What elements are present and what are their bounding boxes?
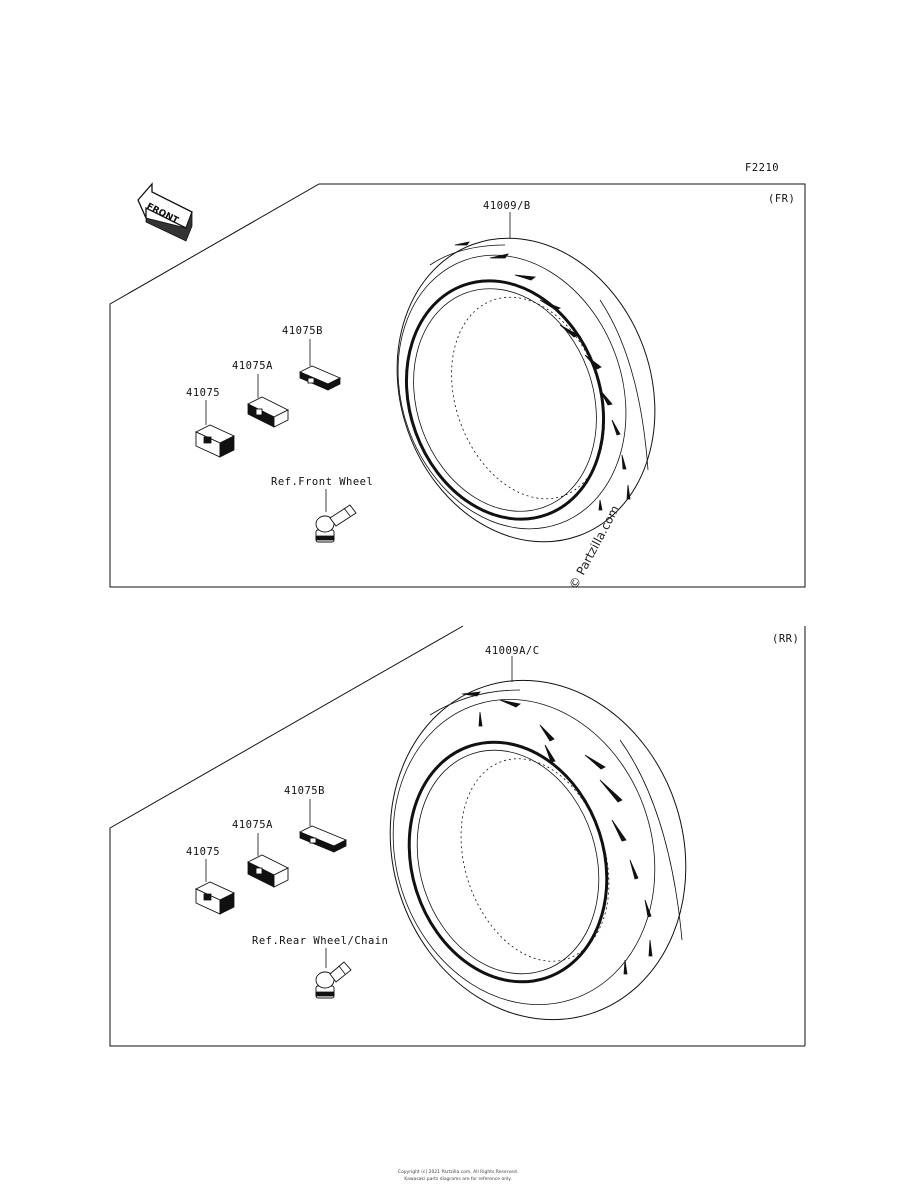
front-weight-a-label: 41075A bbox=[232, 360, 273, 372]
rear-tire[interactable] bbox=[347, 642, 729, 1059]
rear-weight-b-label: 41075B bbox=[284, 785, 325, 797]
rear-ref-label: Ref.Rear Wheel/Chain bbox=[252, 935, 388, 947]
diagram-code: F2210 bbox=[745, 162, 779, 174]
front-weight-a[interactable] bbox=[246, 396, 290, 428]
rear-weight-b[interactable] bbox=[298, 825, 348, 853]
rear-weight-a[interactable] bbox=[246, 854, 290, 888]
front-ref-label: Ref.Front Wheel bbox=[271, 476, 373, 488]
front-section: (FR) 41009/B 41075B bbox=[109, 183, 806, 591]
front-valve-icon[interactable] bbox=[315, 504, 357, 543]
front-tire[interactable] bbox=[356, 202, 697, 579]
front-section-frame bbox=[109, 183, 806, 588]
rear-valve-icon[interactable] bbox=[315, 961, 352, 999]
front-weight-b[interactable] bbox=[298, 365, 342, 391]
rear-weight-label: 41075 bbox=[186, 846, 220, 858]
front-section-tag: (FR) bbox=[768, 193, 795, 205]
rear-tire-label: 41009A/C bbox=[485, 645, 540, 657]
front-tire-label: 41009/B bbox=[483, 200, 531, 212]
footer-line-1: Copyright (c) 2021 Partzilla.com. All Ri… bbox=[398, 1169, 518, 1175]
rear-section-tag: (RR) bbox=[772, 633, 799, 645]
rear-section-frame bbox=[109, 625, 805, 1047]
front-weight-b-label: 41075B bbox=[282, 325, 323, 337]
rear-weight-a-label: 41075A bbox=[232, 819, 273, 831]
front-arrow-icon: FRONT bbox=[137, 182, 193, 242]
front-weight[interactable] bbox=[194, 424, 236, 458]
rear-weight[interactable] bbox=[194, 881, 236, 915]
footer-line-2: Kawasaki parts diagrams are for referenc… bbox=[404, 1176, 512, 1182]
rear-section: (RR) 41009A/C 41075B bbox=[109, 625, 806, 1059]
front-weight-label: 41075 bbox=[186, 387, 220, 399]
